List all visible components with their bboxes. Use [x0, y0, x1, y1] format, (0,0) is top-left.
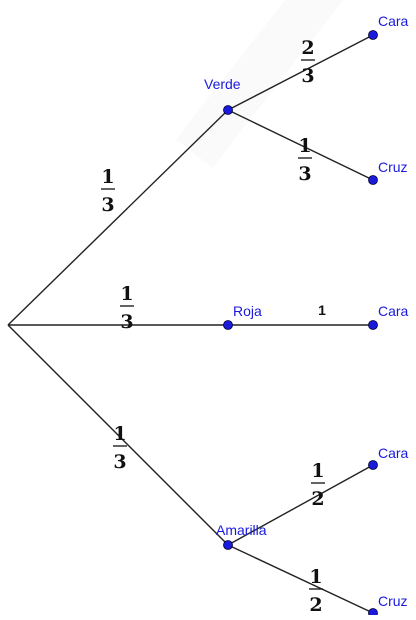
label-verde-cara: Cara [378, 13, 409, 29]
node-roja-cara [368, 320, 378, 330]
edge-root-amarilla [7, 324, 229, 546]
node-labels: Verde Roja Amarilla Cara Cruz Cara Cara … [204, 13, 409, 609]
prob-root-verde-numerator: 1 [101, 166, 114, 188]
prob-root-verde-denominator: 3 [101, 194, 114, 216]
probabilities: 1 3 1 3 1 3 2 3 1 3 1 [101, 37, 326, 616]
node-roja [223, 320, 233, 330]
label-roja: Roja [233, 303, 262, 319]
label-verde-cruz: Cruz [378, 159, 408, 175]
prob-root-roja-numerator: 1 [120, 283, 133, 305]
edge-amarilla-cara [227, 464, 374, 546]
prob-amarilla-cruz-numerator: 1 [309, 566, 322, 588]
node-amarilla-cruz [368, 608, 378, 618]
edge-verde-cara [227, 34, 374, 111]
prob-amarilla-cara-denominator: 2 [311, 488, 324, 510]
node-verde-cara [368, 30, 378, 40]
prob-root-roja: 1 3 [120, 283, 134, 333]
label-roja-cara: Cara [378, 303, 409, 319]
label-amarilla: Amarilla [216, 522, 267, 538]
label-verde: Verde [204, 76, 241, 92]
edge-amarilla-cruz [227, 544, 374, 614]
watermark [176, 0, 354, 168]
node-amarilla [223, 540, 233, 550]
prob-amarilla-cruz-denominator: 2 [309, 594, 322, 615]
prob-amarilla-cruz: 1 2 [309, 566, 323, 616]
prob-verde-cara: 2 3 [301, 37, 315, 87]
prob-root-amarilla: 1 3 [113, 423, 127, 473]
edges [7, 34, 374, 614]
prob-verde-cara-denominator: 3 [301, 65, 314, 87]
prob-root-amarilla-denominator: 3 [113, 451, 126, 473]
prob-amarilla-cara-numerator: 1 [311, 460, 324, 482]
prob-root-amarilla-numerator: 1 [113, 423, 126, 445]
prob-amarilla-cara: 1 2 [311, 460, 325, 510]
node-amarilla-cara [368, 460, 378, 470]
prob-root-verde: 1 3 [101, 166, 115, 216]
prob-verde-cruz-numerator: 1 [298, 135, 311, 157]
node-verde-cruz [368, 175, 378, 185]
prob-verde-cara-numerator: 2 [301, 37, 314, 59]
edge-root-verde [7, 109, 229, 326]
edge-verde-cruz [227, 109, 374, 181]
prob-verde-cruz-denominator: 3 [298, 163, 311, 185]
prob-verde-cruz: 1 3 [298, 135, 312, 185]
prob-root-roja-denominator: 3 [120, 311, 133, 333]
node-verde [223, 105, 233, 115]
label-amarilla-cruz: Cruz [378, 593, 408, 609]
label-amarilla-cara: Cara [378, 445, 409, 461]
prob-roja-cara: 1 [318, 302, 326, 318]
